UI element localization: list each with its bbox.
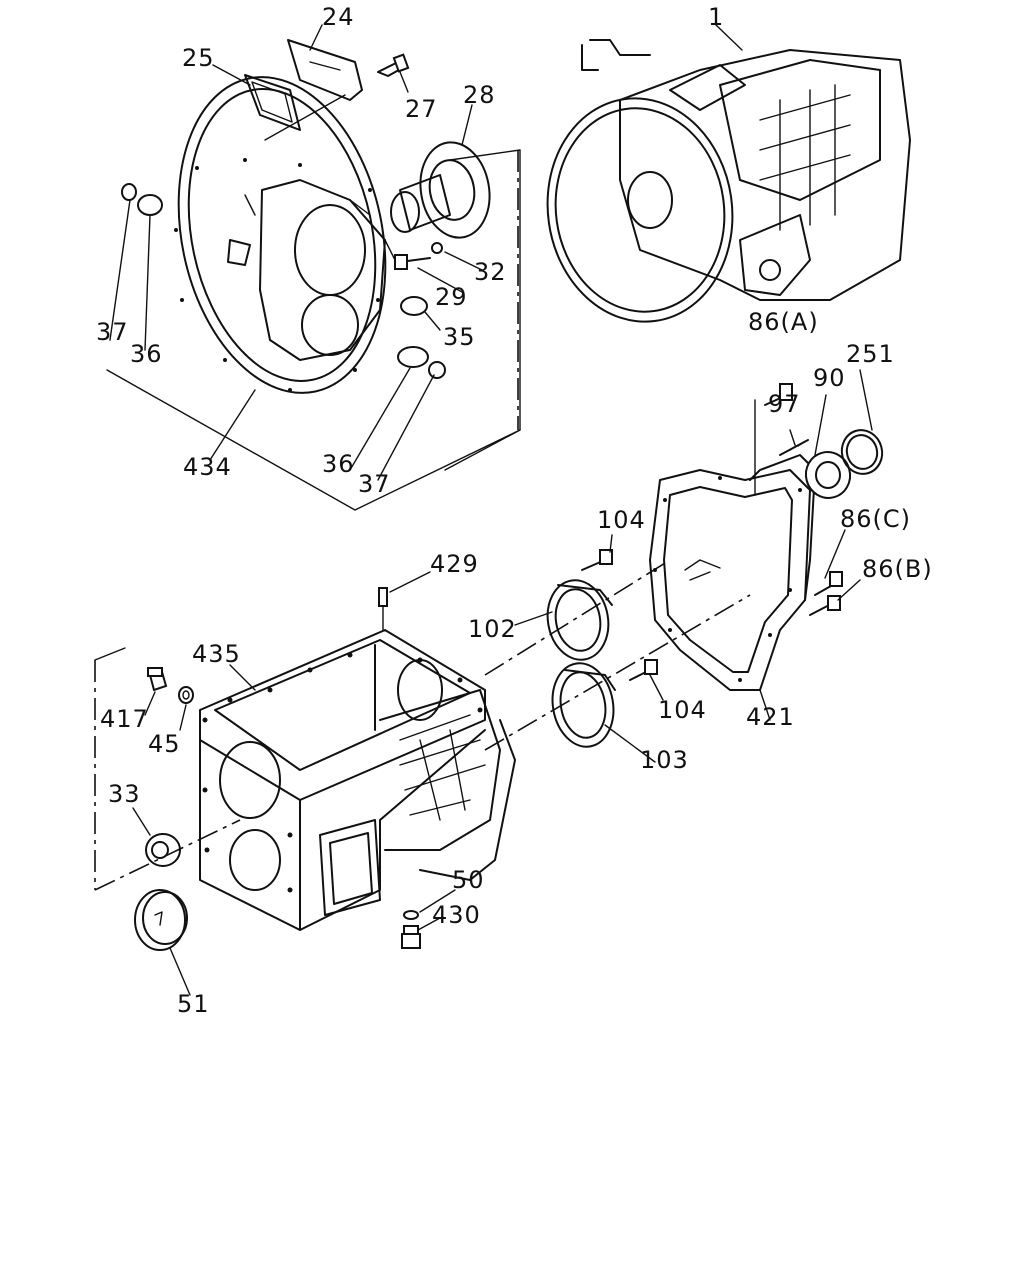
callout-104-lower: 104	[658, 696, 707, 724]
oil-seal-90	[804, 451, 852, 499]
callout-429: 429	[430, 550, 479, 578]
oil-seal-33	[145, 833, 181, 867]
bearing-cover-103	[551, 662, 616, 748]
bushing-35	[400, 296, 428, 316]
bearing-retainer-28	[390, 141, 491, 239]
stud-97	[779, 439, 809, 456]
callout-33: 33	[108, 780, 141, 808]
inspection-cover-24	[287, 39, 363, 101]
callout-102: 102	[468, 615, 517, 643]
washer-37	[121, 183, 446, 379]
callout-430: 430	[432, 901, 481, 929]
cap-51	[134, 889, 188, 951]
o-ring-32	[431, 242, 443, 254]
callout-103: 103	[640, 746, 689, 774]
bolt-86c	[814, 571, 843, 596]
callout-86a: 86(A)	[748, 308, 819, 336]
callout-97: 97	[768, 390, 801, 418]
extension-housing-421	[649, 454, 816, 691]
washer-45	[178, 686, 194, 704]
centerline-front	[94, 819, 241, 891]
bolt-104-lower	[629, 659, 658, 681]
bushing-36	[137, 194, 429, 368]
bolt-29	[394, 254, 431, 270]
dowel-pin-429	[378, 587, 388, 631]
bolt-104-upper	[581, 549, 613, 571]
plug-417	[147, 667, 168, 692]
callout-45: 45	[148, 730, 181, 758]
callout-25: 25	[182, 44, 215, 72]
transmission-assembly-1	[546, 39, 911, 323]
callout-421: 421	[746, 703, 795, 731]
drain-plug-430	[401, 925, 421, 949]
callout-36-upper: 36	[130, 340, 163, 368]
bolt-27	[377, 53, 410, 77]
transmission-case-435	[199, 629, 516, 931]
centerline-lower	[484, 594, 751, 751]
callout-50: 50	[452, 866, 485, 894]
callout-86b: 86(B)	[862, 555, 933, 583]
callout-29: 29	[435, 283, 468, 311]
callout-251: 251	[846, 340, 895, 368]
seal-50	[403, 910, 419, 920]
callout-37-lower: 37	[358, 470, 391, 498]
callout-435: 435	[192, 640, 241, 668]
callout-27: 27	[405, 95, 438, 123]
gasket-25	[244, 74, 301, 131]
bolt-86b	[809, 595, 841, 616]
callout-51: 51	[177, 990, 210, 1018]
callout-104-upper: 104	[597, 506, 646, 534]
callout-417: 417	[100, 705, 149, 733]
callout-434: 434	[183, 453, 232, 481]
callout-86c: 86(C)	[840, 505, 911, 533]
callout-37-upper: 37	[96, 318, 129, 346]
callout-90: 90	[813, 364, 846, 392]
clutch-housing-434	[174, 76, 396, 394]
centerline-upper	[484, 559, 671, 676]
callout-36-lower: 36	[322, 450, 355, 478]
leader-line-24	[264, 94, 346, 141]
callout-28: 28	[463, 81, 496, 109]
bearing-cover-102	[546, 579, 613, 661]
callout-1: 1	[708, 3, 724, 31]
callout-35: 35	[443, 323, 476, 351]
bolt-86a	[764, 383, 793, 406]
callout-32: 32	[474, 258, 507, 286]
leader-lines	[132, 24, 873, 996]
callout-24: 24	[322, 3, 355, 31]
ring-251	[840, 429, 884, 475]
